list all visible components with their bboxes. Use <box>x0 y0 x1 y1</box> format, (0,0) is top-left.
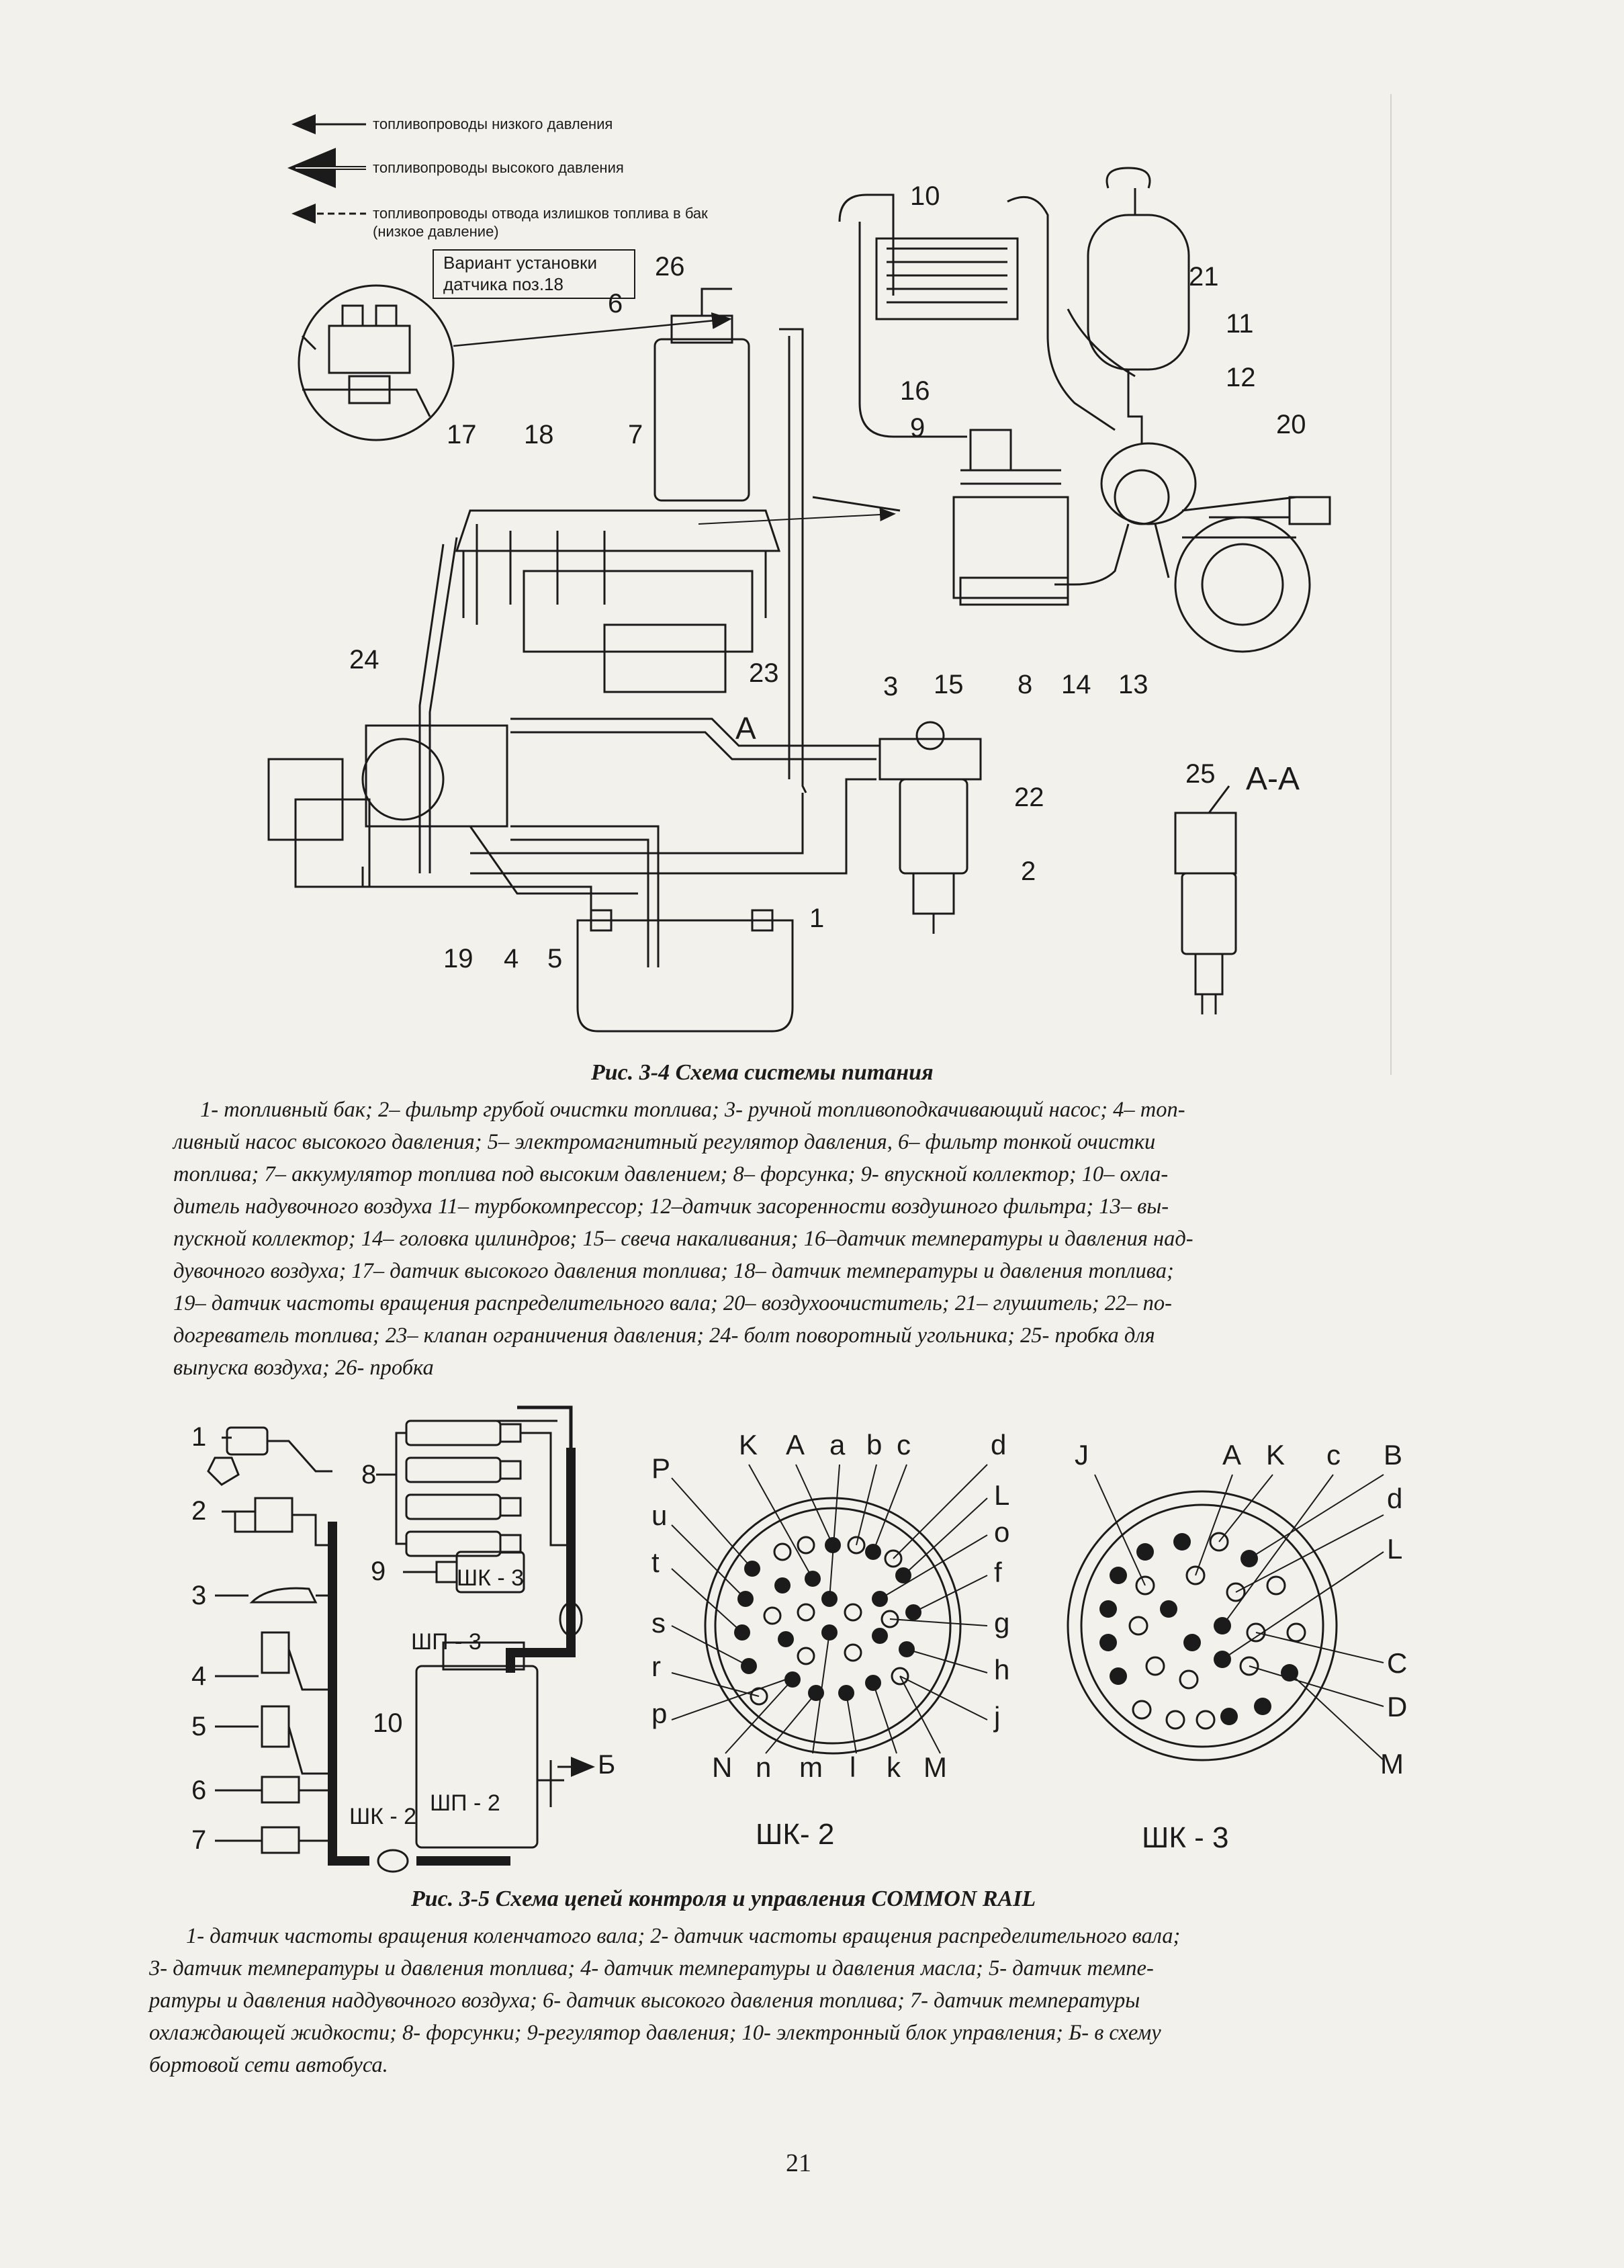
fig35-caption-line: 1- датчик частоты вращения коленчатого в… <box>186 1924 1181 1948</box>
callout-18: 18 <box>524 420 554 449</box>
fig34-caption-line: пускной коллектор; 14– головка цилиндров… <box>173 1227 1193 1251</box>
callout-6: 6 <box>608 289 623 318</box>
callout-8: 8 <box>1018 670 1032 699</box>
fig34-callouts: 1 2 3 4 5 6 7 8 9 10 11 12 13 14 15 16 1… <box>349 181 1306 973</box>
arrow-label-a: A <box>735 711 756 746</box>
section-aa-sketch <box>1174 785 1237 1014</box>
callout-23: 23 <box>749 658 779 688</box>
callout-7: 7 <box>628 420 643 449</box>
legend-low-pressure: топливопроводы низкого давления <box>373 116 613 132</box>
callout-1: 1 <box>809 904 824 933</box>
fuel-tank <box>576 909 794 1033</box>
fig35-title: Рис. 3-5 Схема цепей контроля и управлен… <box>411 1886 1036 1911</box>
bleed-through-table <box>1390 94 1593 1075</box>
callout-22: 22 <box>1014 783 1044 812</box>
callout-24: 24 <box>349 645 379 674</box>
callout-25: 25 <box>1185 759 1216 789</box>
callout-13: 13 <box>1118 670 1148 699</box>
air-system-sketch <box>838 167 1331 653</box>
fig34-caption-line: выпуска воздуха; 26- пробка <box>173 1356 434 1380</box>
page-number: 21 <box>786 2149 811 2177</box>
legend-excess-line2: (низкое давление) <box>373 223 499 240</box>
callout-26: 26 <box>655 252 685 281</box>
fig34-title: Рис. 3-4 Схема системы питания <box>591 1060 934 1085</box>
legend-excess-line1: топливопроводы отвода излишков топлива в… <box>373 205 708 222</box>
fig35-caption-line: 3- датчик температуры и давления топлива… <box>149 1956 1154 1980</box>
fig34-caption-line: 19– датчик частоты вращения распределите… <box>173 1291 1172 1315</box>
callout-20: 20 <box>1276 410 1306 439</box>
fig34-caption: 1- топливный бак; 2– фильтр грубой очист… <box>173 1094 1449 1384</box>
inset-label-line1: Вариант установки <box>443 253 597 273</box>
fig34-caption-line: 1- топливный бак; 2– фильтр грубой очист… <box>200 1098 1185 1122</box>
callout-15: 15 <box>934 670 964 699</box>
callout-12: 12 <box>1226 363 1256 392</box>
fig34-caption-line: догреватель топлива; 23– клапан ограниче… <box>173 1323 1155 1348</box>
inset-label-line2: датчика поз.18 <box>443 274 563 294</box>
fig35-caption-line: охлаждающей жидкости; 8- форсунки; 9-рег… <box>149 2021 1161 2045</box>
fig34-caption-line: дитель надувочного воздуха 11– турбокомп… <box>173 1194 1169 1219</box>
fig35-caption-line: ратуры и давления наддувочного воздуха; … <box>149 1989 1140 2013</box>
line-type-legend: топливопроводы низкого давления топливоп… <box>287 114 708 240</box>
callout-19: 19 <box>443 944 473 973</box>
callout-9: 9 <box>910 413 925 443</box>
fig34-caption-line: ливный насос высокого давления; 5– элект… <box>173 1130 1156 1154</box>
callout-17: 17 <box>447 420 477 449</box>
callout-2: 2 <box>1021 857 1036 886</box>
callout-3: 3 <box>883 672 898 701</box>
coarse-filter <box>878 721 982 934</box>
callout-4: 4 <box>504 944 518 973</box>
callout-10: 10 <box>910 181 940 211</box>
callout-5: 5 <box>547 944 562 973</box>
callout-16: 16 <box>900 376 930 406</box>
fig34-caption-line: дувочного воздуха; 17– датчик высокого д… <box>173 1259 1174 1283</box>
fig34-caption-line: топлива; 7– аккумулятор топлива под высо… <box>173 1162 1169 1186</box>
callout-11: 11 <box>1226 309 1254 339</box>
legend-high-pressure: топливопроводы высокого давления <box>373 159 624 176</box>
fig35-caption-line: бортовой сети автобуса. <box>149 2053 388 2077</box>
callout-14: 14 <box>1061 670 1091 699</box>
inset-circle <box>298 284 455 441</box>
fig35-caption: 1- датчик частоты вращения коленчатого в… <box>149 1920 1459 2081</box>
section-label-aa: A-A <box>1246 761 1300 797</box>
inset-sensor-sketch <box>301 304 431 417</box>
callout-21: 21 <box>1189 262 1219 292</box>
